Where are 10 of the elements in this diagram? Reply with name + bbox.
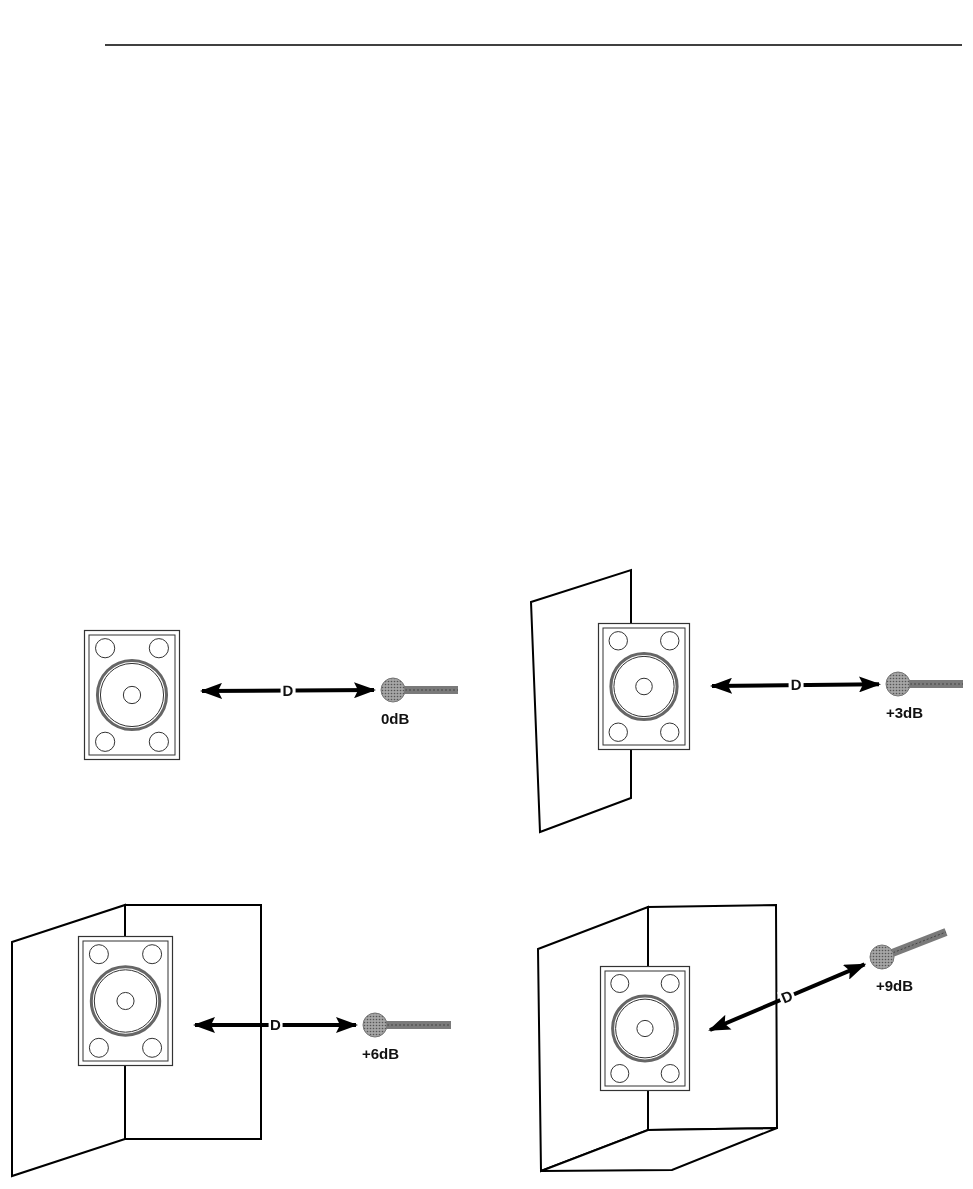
double-arrow: [708, 962, 867, 1032]
level-label: 0dB: [381, 709, 410, 727]
double-arrow: [193, 1017, 358, 1033]
double-arrow: [710, 676, 881, 694]
double-arrow: [200, 682, 376, 699]
edge-label: D: [280, 682, 296, 699]
edge-label: D: [268, 1017, 283, 1033]
level-label: +3dB: [886, 703, 924, 721]
level-label: +9dB: [876, 976, 914, 994]
level-label: +6dB: [362, 1044, 400, 1062]
